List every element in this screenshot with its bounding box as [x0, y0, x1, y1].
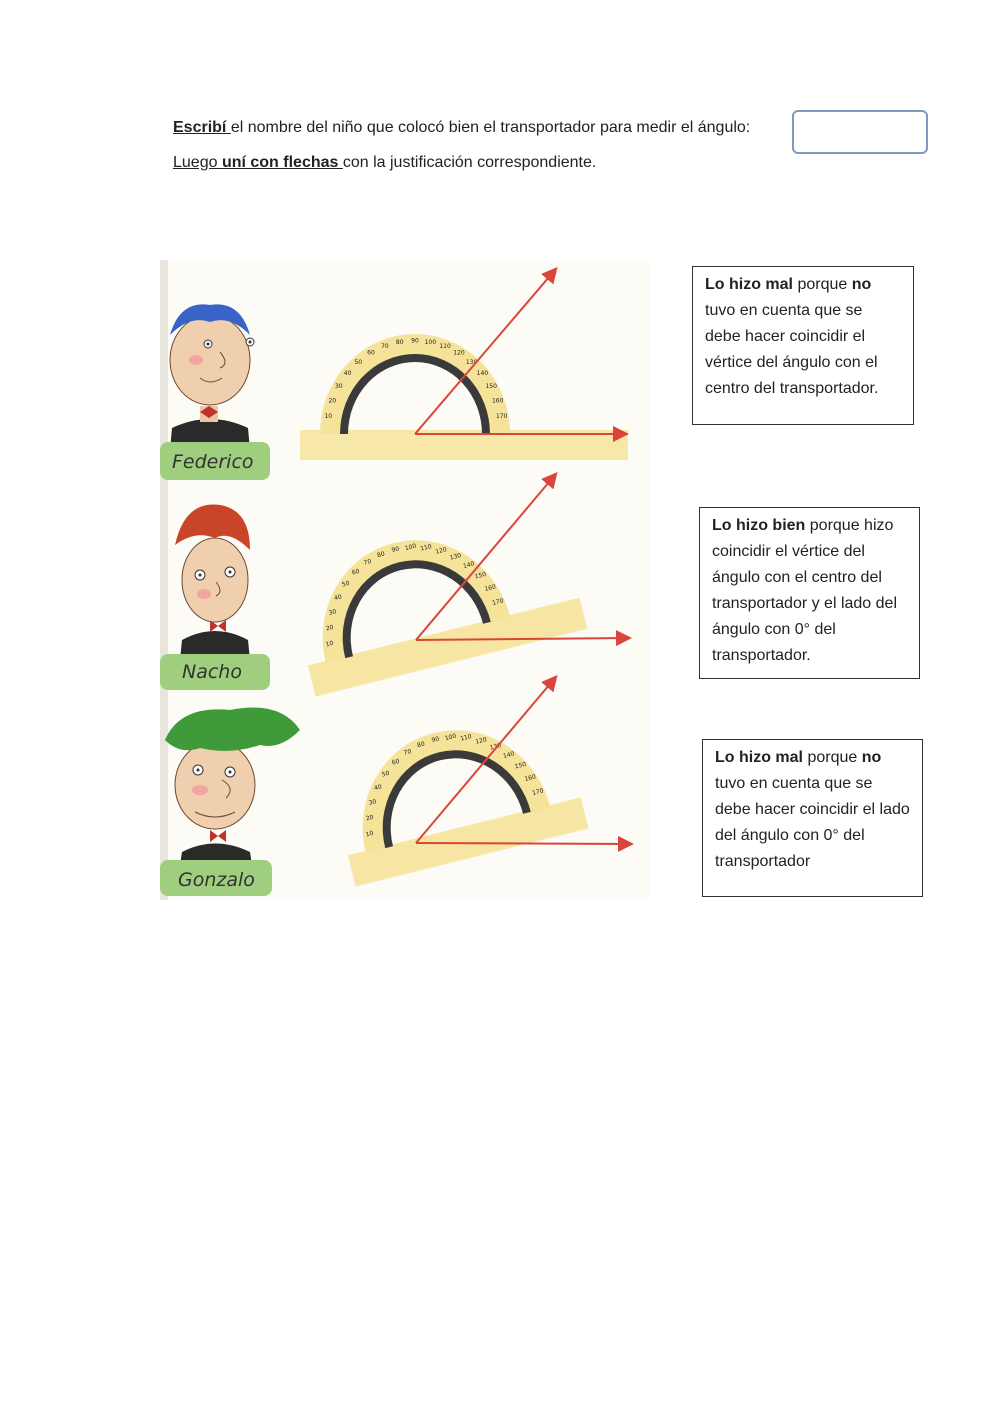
- protractor-scale-label: 100: [404, 543, 417, 553]
- protractor-scale-label: 10: [325, 640, 334, 649]
- child-name-label-bg: [160, 442, 270, 480]
- angle-ray-horizontal: [415, 835, 634, 852]
- justification-box-2[interactable]: Lo hizo bien porque hizo coincidir el vé…: [699, 507, 920, 679]
- protractor-scale-label: 80: [376, 550, 385, 559]
- protractor-scale-label: 100: [425, 339, 437, 346]
- protractor-scale-label: 40: [333, 593, 342, 602]
- angle-ray-horizontal: [415, 630, 632, 647]
- angle-ray-oblique: [415, 674, 558, 844]
- justification-text: porque: [803, 749, 862, 766]
- instruction-line-2: Luego uní con flechas con la justificaci…: [173, 154, 596, 172]
- protractor-scale-label: 160: [492, 398, 504, 405]
- protractor-scale-label: 160: [484, 583, 497, 593]
- protractor-scale-label: 60: [367, 350, 375, 357]
- protractor-scale-label: 10: [365, 830, 374, 839]
- justification-text: porque: [793, 276, 852, 293]
- protractor-scale-label: 80: [416, 740, 425, 749]
- protractor-scale-label: 20: [325, 624, 334, 633]
- child-figure: [169, 304, 255, 450]
- child-name: Federico: [172, 451, 254, 473]
- justification-text: tuvo en cuenta que se debe hacer coincid…: [715, 775, 910, 870]
- protractor-scale-label: 120: [453, 350, 465, 357]
- answer-input-box[interactable]: [792, 110, 928, 154]
- instruction-bold-join: uní con flechas: [221, 154, 343, 171]
- protractor-scale-label: 70: [363, 558, 372, 567]
- protractor-scale-label: 10: [324, 413, 332, 420]
- protractor-scale-label: 110: [420, 543, 433, 553]
- instruction-text-1: el nombre del niño que colocó bien el tr…: [230, 119, 751, 136]
- protractor-scale-label: 80: [396, 339, 404, 346]
- protractor-scale-label: 50: [381, 770, 390, 779]
- protractor-scale-label: 20: [365, 814, 374, 823]
- protractor-scale-label: 170: [492, 597, 505, 607]
- protractor-scale-label: 30: [368, 798, 377, 807]
- protractor-scale-label: 110: [439, 343, 451, 350]
- angle-ray-oblique: [415, 471, 558, 641]
- child-name: Gonzalo: [178, 869, 255, 891]
- verdict: Lo hizo bien: [712, 517, 806, 534]
- protractor-scale-label: 30: [328, 608, 337, 617]
- protractor-scale-label: 120: [475, 736, 488, 746]
- protractor-scale-label: 60: [391, 758, 400, 767]
- protractor-scale-label: 70: [381, 343, 389, 350]
- justification-text: tuvo en cuenta que se debe hacer coincid…: [705, 302, 879, 397]
- child-figure: [165, 707, 300, 865]
- protractor-scale-label: 20: [328, 398, 336, 405]
- justification-box-3[interactable]: Lo hizo mal porque no tuvo en cuenta que…: [702, 739, 923, 897]
- instruction-verb-write: Escribí: [173, 119, 231, 136]
- child-name-label-bg: [160, 860, 272, 896]
- protractor-scale-label: 50: [341, 580, 350, 589]
- protractor-scale-label: 120: [435, 546, 448, 556]
- protractor-scale-label: 160: [524, 773, 537, 783]
- protractor-scale-label: 170: [496, 413, 508, 420]
- child-name-label-bg: [160, 654, 270, 690]
- justification-box-1[interactable]: Lo hizo mal porque no tuvo en cuenta que…: [692, 266, 914, 425]
- protractor-scale-label: 130: [466, 359, 478, 366]
- protractor-scale-label: 140: [477, 370, 489, 377]
- protractor-scale-label: 150: [485, 383, 497, 390]
- instruction-text-2: con la justificación correspondiente.: [342, 154, 597, 171]
- protractor-scale-label: 90: [411, 338, 419, 345]
- protractor-scale-label: 90: [391, 545, 400, 554]
- angle-ray-oblique: [414, 266, 558, 435]
- protractor-scale-label: 140: [502, 750, 515, 760]
- protractor-scale-label: 130: [489, 742, 502, 752]
- instruction-word-then: Luego: [173, 154, 222, 171]
- protractor-scale-label: 150: [514, 761, 527, 771]
- protractor-scale-label: 150: [474, 571, 487, 581]
- protractor-scale-label: 140: [462, 560, 475, 570]
- child-figure: [175, 504, 250, 660]
- protractor-scale-label: 90: [431, 735, 440, 744]
- protractor-scale-label: 40: [373, 783, 382, 792]
- protractor-scale-label: 60: [351, 568, 360, 577]
- verdict: Lo hizo mal: [705, 276, 793, 293]
- negation: no: [851, 276, 872, 293]
- protractor-scale-label: 110: [460, 733, 473, 743]
- protractor-scale-label: 40: [344, 370, 352, 377]
- protractor-scale-label: 130: [449, 552, 462, 562]
- protractor-scale-label: 100: [444, 733, 457, 743]
- protractor-scale-label: 70: [403, 748, 412, 757]
- negation: no: [861, 749, 882, 766]
- protractor-scale-label: 170: [532, 787, 545, 797]
- instruction-line-1: Escribí el nombre del niño que colocó bi…: [173, 119, 750, 137]
- justification-text: porque hizo coincidir el vértice del áng…: [712, 517, 897, 664]
- protractor-scale-label: 30: [335, 383, 343, 390]
- verdict: Lo hizo mal: [715, 749, 803, 766]
- protractor-scale-label: 50: [355, 359, 363, 366]
- child-name: Nacho: [182, 661, 242, 683]
